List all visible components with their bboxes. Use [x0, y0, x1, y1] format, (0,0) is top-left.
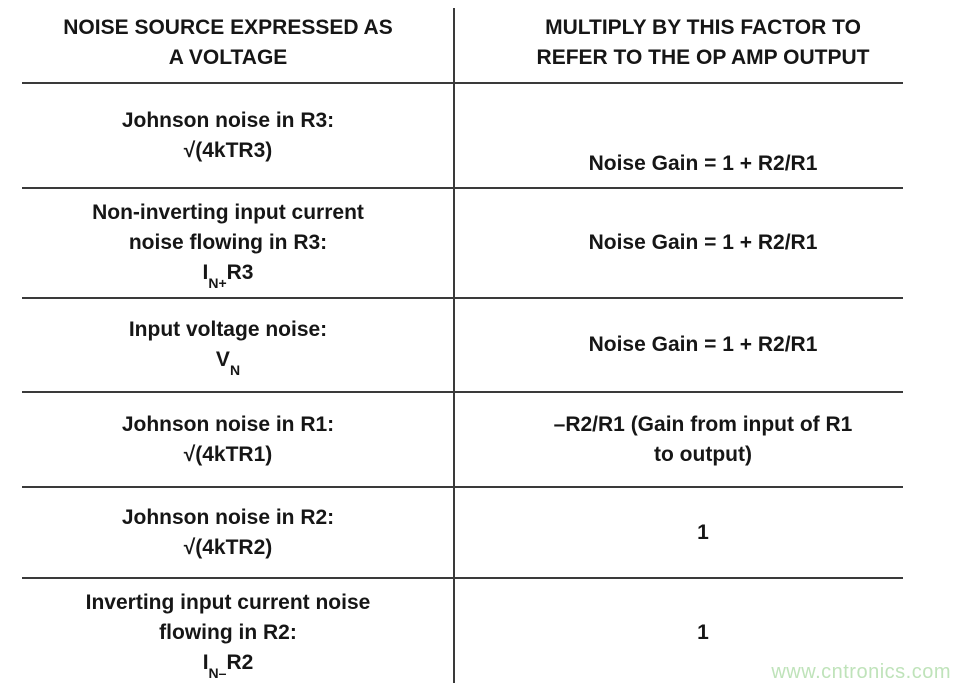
row-3-factor-line1: Noise Gain = 1 + R2/R1 [588, 333, 818, 356]
column-divider-line [453, 8, 455, 683]
formula-subscript: N+ [208, 275, 227, 292]
column-header-factor-line1: MULTIPLY BY THIS FACTOR TO [545, 16, 861, 39]
formula-subscript: N– [208, 665, 227, 682]
row-separator-line-5 [22, 577, 903, 579]
row-separator-line-4 [22, 486, 903, 488]
table-row-4-factor-cell: –R2/R1 (Gain from input of R1 to output) [457, 393, 949, 486]
row-6-source-formula: IN–R2 [202, 648, 254, 682]
row-separator-line-3 [22, 391, 903, 393]
row-5-source-line1: Johnson noise in R2: [121, 505, 335, 529]
row-4-source-line1: Johnson noise in R1: [121, 412, 335, 436]
column-header-factor-line2: REFER TO THE OP AMP OUTPUT [536, 46, 870, 69]
column-header-factor: MULTIPLY BY THIS FACTOR TO REFER TO THE … [457, 4, 949, 82]
row-2-source-formula: IN+R3 [202, 258, 254, 292]
formula-base: I [202, 261, 209, 284]
table-row-1-factor-cell: Noise Gain = 1 + R2/R1 [457, 84, 949, 215]
table-row-2-source-cell: Non-inverting input current noise flowin… [8, 189, 448, 297]
table-row-6-source-cell: Inverting input current noise flowing in… [8, 579, 448, 687]
column-header-source: NOISE SOURCE EXPRESSED AS A VOLTAGE [8, 4, 448, 82]
row-3-source-formula: VN [215, 345, 241, 379]
row-4-factor-line2: to output) [654, 442, 752, 466]
row-1-source-formula: √(4kTR3) [183, 138, 273, 162]
row-2-factor-line1: Noise Gain = 1 + R2/R1 [588, 231, 818, 254]
formula-subscript: N [229, 362, 241, 379]
row-2-source-line1: Non-inverting input current [92, 201, 364, 224]
formula-rest: R3 [226, 261, 254, 284]
watermark-text: www.cntronics.com [771, 661, 951, 683]
table-row-5-factor-cell: 1 [457, 488, 949, 577]
formula-rest: R2 [226, 651, 254, 674]
row-2-source-line2: noise flowing in R3: [128, 231, 328, 254]
row-1-factor-line1: Noise Gain = 1 + R2/R1 [588, 151, 818, 175]
table-row-3-factor-cell: Noise Gain = 1 + R2/R1 [457, 299, 949, 391]
column-header-source-line2: A VOLTAGE [168, 46, 288, 69]
row-6-source-line2: flowing in R2: [159, 621, 297, 644]
header-separator-line [22, 82, 903, 84]
column-header-source-line1: NOISE SOURCE EXPRESSED AS [63, 16, 393, 39]
row-6-factor-line1: 1 [697, 621, 709, 644]
row-separator-line-2 [22, 297, 903, 299]
row-3-source-line1: Input voltage noise: [128, 318, 328, 341]
table-row-6-factor-cell: 1 [457, 579, 949, 687]
table-row-4-source-cell: Johnson noise in R1: √(4kTR1) [8, 393, 448, 486]
formula-base: I [202, 651, 209, 674]
table-row-2-factor-cell: Noise Gain = 1 + R2/R1 [457, 189, 949, 297]
row-5-source-formula: √(4kTR2) [183, 535, 273, 559]
table-row-1-source-cell: Johnson noise in R3: √(4kTR3) [8, 84, 448, 187]
row-1-source-line1: Johnson noise in R3: [121, 108, 335, 132]
table-row-5-source-cell: Johnson noise in R2: √(4kTR2) [8, 488, 448, 577]
row-6-source-line1: Inverting input current noise [85, 591, 371, 614]
row-4-source-formula: √(4kTR1) [183, 442, 273, 466]
formula-base: V [215, 348, 230, 371]
row-4-factor-line1: –R2/R1 (Gain from input of R1 [553, 412, 853, 436]
row-separator-line-1 [22, 187, 903, 189]
table-row-3-source-cell: Input voltage noise: VN [8, 299, 448, 391]
row-5-factor-line1: 1 [697, 520, 709, 544]
